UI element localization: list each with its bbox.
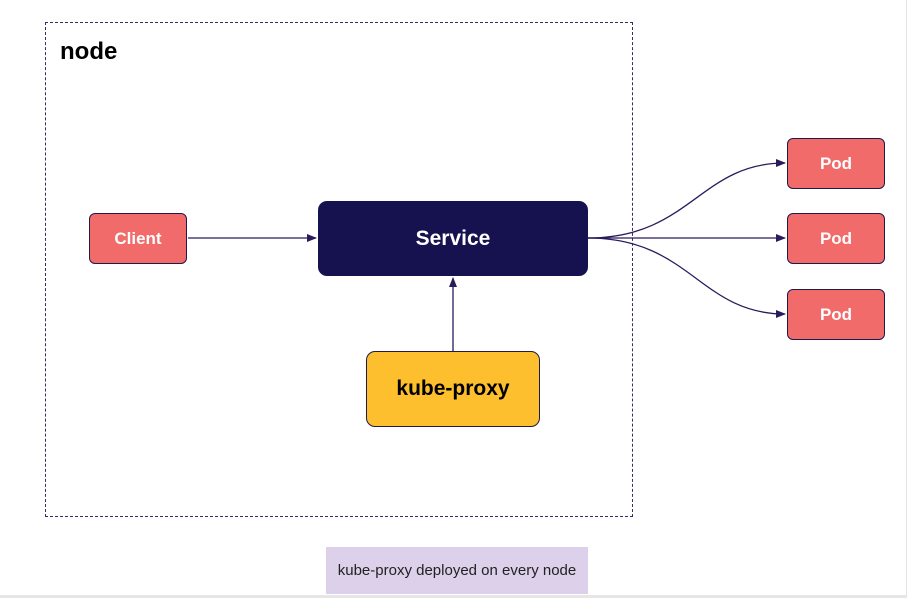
kube-proxy-box: kube-proxy	[366, 351, 540, 427]
pod-box: Pod	[787, 138, 885, 189]
node-boundary	[45, 22, 633, 517]
service-label: Service	[415, 226, 491, 250]
pod-box: Pod	[787, 289, 885, 340]
arrow-service-to-pod-3	[587, 237, 786, 318]
kube-proxy-label: kube-proxy	[396, 377, 510, 400]
client-box: Client	[89, 213, 187, 264]
service-box: Service	[318, 201, 588, 276]
pod-label: Pod	[819, 228, 853, 248]
pod-label: Pod	[819, 153, 853, 173]
arrow-service-to-pod-1	[587, 159, 786, 239]
client-label: Client	[114, 228, 162, 248]
node-label: node	[60, 38, 118, 65]
diagram-caption: kube-proxy deployed on every node	[326, 547, 588, 594]
pod-label: Pod	[819, 304, 853, 324]
pod-box: Pod	[787, 213, 885, 264]
